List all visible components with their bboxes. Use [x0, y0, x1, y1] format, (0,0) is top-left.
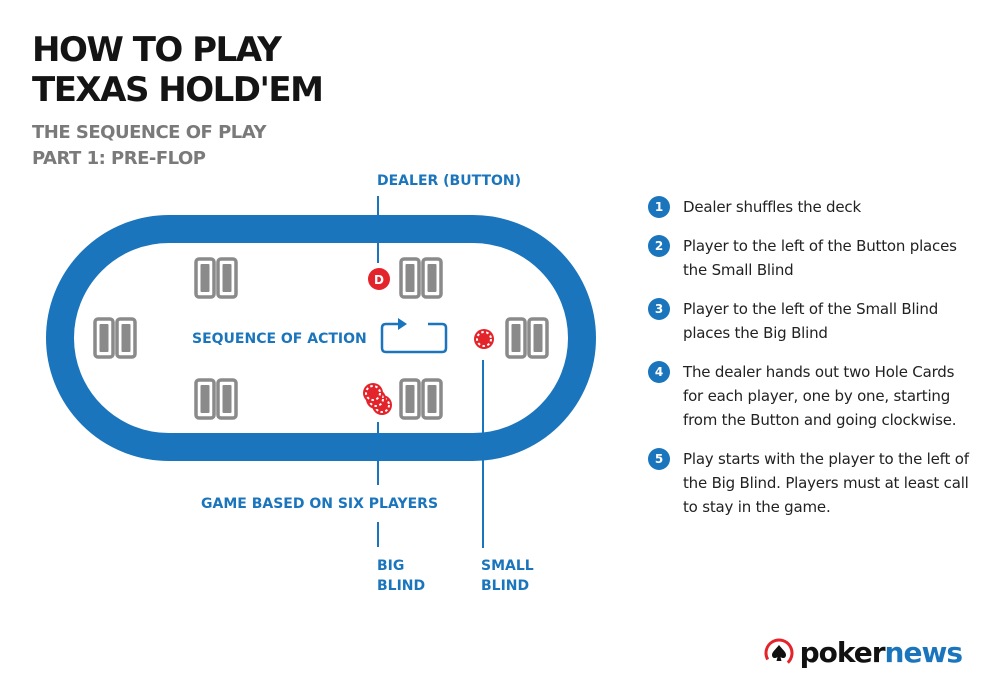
small-blind-label-line-1: SMALL — [481, 558, 534, 574]
sequence-of-action-label: SEQUENCE OF ACTION — [192, 331, 367, 347]
small-blind-label-line-2: BLIND — [481, 578, 530, 594]
dealer-chip-letter: D — [374, 273, 384, 287]
big-blind-chips — [363, 383, 392, 415]
small-blind-chip — [474, 329, 494, 349]
big-blind-label-line-1: BIG — [377, 558, 405, 574]
step-text: Player to the left of the Small Blind pl… — [683, 300, 939, 342]
step-item: 5 Play starts with the player to the lef… — [648, 447, 978, 519]
small-blind-label: SMALL BLIND — [481, 556, 534, 596]
step-item: 4 The dealer hands out two Hole Cards fo… — [648, 360, 978, 432]
step-number-badge: 1 — [648, 196, 670, 218]
subtitle-line-1: THE SEQUENCE OF PLAY — [32, 122, 266, 143]
game-based-label: GAME BASED ON SIX PLAYERS — [201, 496, 439, 512]
pokernews-logo-icon — [764, 638, 794, 668]
title-line-2: TEXAS HOLD'EM — [32, 70, 324, 110]
title-line-1: HOW TO PLAY — [32, 30, 282, 70]
step-item: 2 Player to the left of the Button place… — [648, 234, 978, 282]
dealer-label: DEALER (BUTTON) — [377, 173, 522, 189]
logo-text-part1: poker — [799, 636, 886, 669]
clockwise-arrow-icon — [380, 318, 448, 354]
step-text: Dealer shuffles the deck — [683, 198, 861, 216]
step-number-badge: 4 — [648, 361, 670, 383]
steps-list: 1 Dealer shuffles the deck 2 Player to t… — [648, 195, 978, 534]
page-title: HOW TO PLAY TEXAS HOLD'EM — [32, 30, 324, 110]
step-text: The dealer hands out two Hole Cards for … — [683, 363, 957, 429]
step-number-badge: 2 — [648, 235, 670, 257]
step-number-badge: 3 — [648, 298, 670, 320]
step-item: 3 Player to the left of the Small Blind … — [648, 297, 978, 345]
step-text: Play starts with the player to the left … — [683, 450, 969, 516]
dealer-button-chip: D — [368, 268, 390, 290]
pokernews-logo: pokernews — [764, 636, 963, 669]
step-item: 1 Dealer shuffles the deck — [648, 195, 978, 219]
big-blind-label: BIG BLIND — [377, 556, 425, 596]
pokernews-logo-text: pokernews — [799, 636, 963, 669]
step-text: Player to the left of the Button places … — [683, 237, 957, 279]
big-blind-label-line-2: BLIND — [377, 578, 426, 594]
logo-text-part2: news — [884, 636, 963, 669]
step-number-badge: 5 — [648, 448, 670, 470]
table-rail — [46, 215, 596, 461]
subtitle-line-2: PART 1: PRE-FLOP — [32, 148, 206, 169]
page-subtitle: THE SEQUENCE OF PLAY PART 1: PRE-FLOP — [32, 120, 266, 172]
